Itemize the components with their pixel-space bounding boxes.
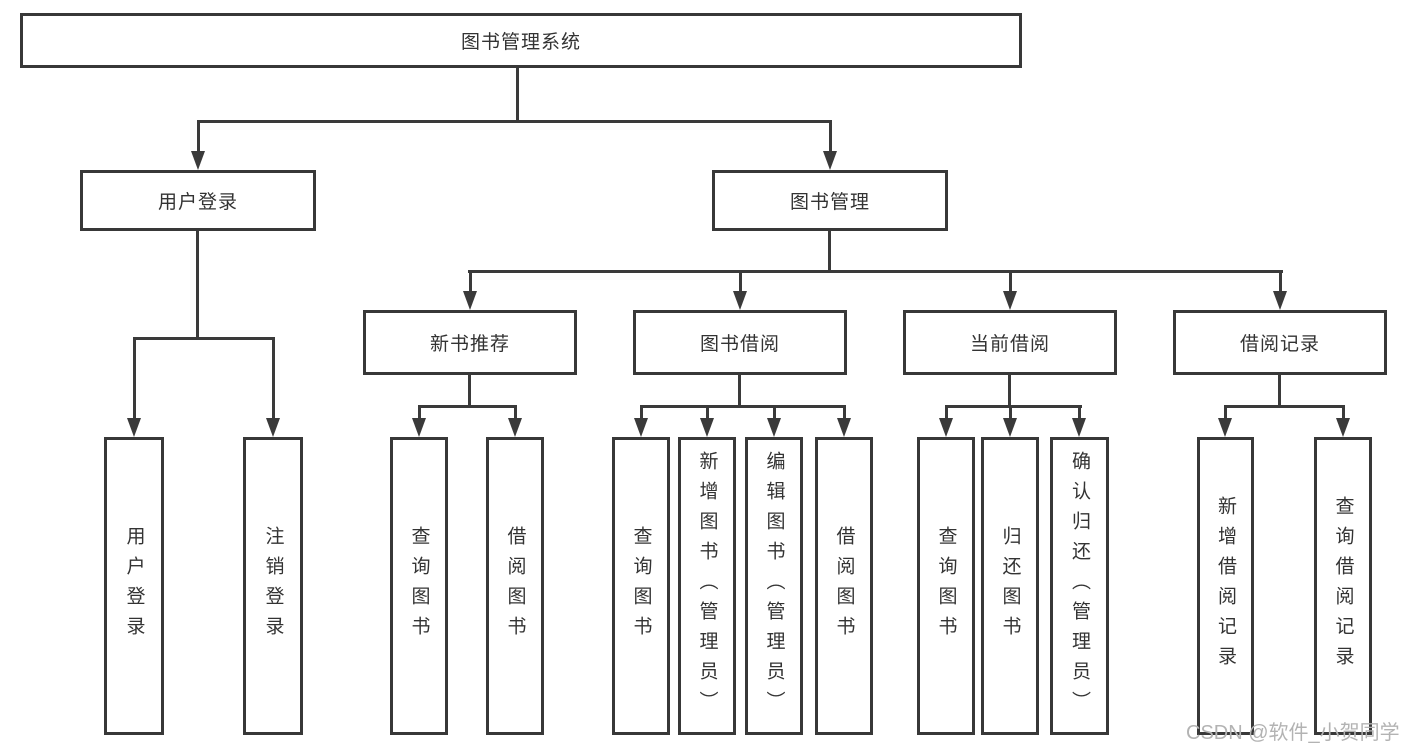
arrowhead-down-icon [767, 418, 781, 437]
connector-login-bus [133, 337, 275, 340]
connector-g2-bus [945, 405, 1082, 408]
node-book-management: 图书管理 [712, 170, 948, 231]
node-current-borrow: 当前借阅 [903, 310, 1117, 375]
arrowhead-down-icon [1072, 418, 1086, 437]
leaf-user-login: 用户登录 [104, 437, 164, 735]
connector-management-bus [468, 270, 1283, 273]
node-new-book-recommend: 新书推荐 [363, 310, 577, 375]
node-label: 新书推荐 [429, 334, 510, 355]
arrow-g2-leaf2 [1072, 405, 1086, 437]
node-borrow-records: 借阅记录 [1173, 310, 1387, 375]
node-label: 图书管理系统 [460, 32, 581, 53]
leaf-records-query-borrow-record: 查询借阅记录 [1314, 437, 1372, 735]
leaf-borrow-query-books: 查询图书 [612, 437, 670, 735]
arrowhead-down-icon [634, 418, 648, 437]
arrow-g0-leaf1 [508, 405, 522, 437]
arrow-to-leaf-user-login [127, 337, 141, 437]
arrow-to-leaf-logout [266, 337, 280, 437]
connector-root-stem [516, 68, 519, 120]
arrow-to-borrow-records [1273, 270, 1287, 310]
arrow-g1-leaf0 [634, 405, 648, 437]
arrow-g2-leaf0 [939, 405, 953, 437]
leaf-records-add-borrow-record: 新增借阅记录 [1197, 437, 1254, 735]
arrow-to-current-borrow [1003, 270, 1017, 310]
node-book-borrow: 图书借阅 [633, 310, 847, 375]
arrowhead-down-icon [1003, 291, 1017, 310]
arrowhead-down-icon [508, 418, 522, 437]
arrowhead-down-icon [1003, 418, 1017, 437]
leaf-label: 用户登录 [123, 526, 145, 646]
connector-g0-stem [468, 374, 471, 405]
node-label: 当前借阅 [969, 334, 1050, 355]
connector-g1-stem [738, 374, 741, 405]
connector-login-stem [196, 231, 199, 337]
connector-g3-stem [1278, 374, 1281, 405]
arrowhead-down-icon [412, 418, 426, 437]
csdn-watermark: CSDN @软件_小贺同学 [1186, 722, 1400, 744]
leaf-current-confirm-return-admin: 确认归还（管理员） [1050, 437, 1109, 735]
arrow-g0-leaf0 [412, 405, 426, 437]
leaf-recommend-borrow-books: 借阅图书 [486, 437, 544, 735]
leaf-current-query-books: 查询图书 [917, 437, 975, 735]
arrowhead-down-icon [939, 418, 953, 437]
arrowhead-down-icon [1336, 418, 1350, 437]
connector-g3-bus [1224, 405, 1345, 408]
arrowhead-down-icon [837, 418, 851, 437]
leaf-logout: 注销登录 [243, 437, 303, 735]
leaf-label: 借阅图书 [504, 526, 526, 646]
leaf-borrow-edit-books-admin: 编辑图书（管理员） [745, 437, 803, 735]
arrow-to-book-borrow [733, 270, 747, 310]
arrow-g3-leaf0 [1218, 405, 1232, 437]
node-label: 图书管理 [789, 192, 870, 213]
arrowhead-down-icon [823, 151, 837, 170]
arrow-to-new-book-recommend [463, 270, 477, 310]
arrowhead-down-icon [700, 418, 714, 437]
leaf-label: 注销登录 [262, 526, 284, 646]
arrowhead-down-icon [733, 291, 747, 310]
arrowhead-down-icon [191, 151, 205, 170]
leaf-label: 查询图书 [630, 526, 652, 646]
node-label: 图书借阅 [699, 334, 780, 355]
leaf-label: 查询图书 [935, 526, 957, 646]
arrowhead-down-icon [463, 291, 477, 310]
leaf-borrow-add-books-admin: 新增图书（管理员） [678, 437, 736, 735]
connector-root-bus [197, 120, 832, 123]
leaf-borrow-borrow-books: 借阅图书 [815, 437, 873, 735]
arrowhead-down-icon [127, 418, 141, 437]
arrowhead-down-icon [266, 418, 280, 437]
connector-g2-stem [1008, 374, 1011, 405]
leaf-recommend-query-books: 查询图书 [390, 437, 448, 735]
node-library-management-system: 图书管理系统 [20, 13, 1022, 68]
leaf-current-return-books: 归还图书 [981, 437, 1039, 735]
arrow-g3-leaf1 [1336, 405, 1350, 437]
leaf-label: 借阅图书 [833, 526, 855, 646]
connector-management-stem [828, 231, 831, 270]
leaf-label: 确认归还（管理员） [1069, 451, 1090, 721]
node-label: 借阅记录 [1239, 334, 1320, 355]
arrow-to-user-login [191, 120, 205, 170]
connector-g0-bus [418, 405, 517, 408]
arrowhead-down-icon [1218, 418, 1232, 437]
arrow-to-book-management [823, 120, 837, 170]
connector-g1-bus [640, 405, 846, 408]
node-user-login: 用户登录 [80, 170, 316, 231]
arrow-g1-leaf3 [837, 405, 851, 437]
arrow-g1-leaf1 [700, 405, 714, 437]
leaf-label: 编辑图书（管理员） [763, 451, 785, 721]
node-label: 用户登录 [157, 192, 238, 213]
arrowhead-down-icon [1273, 291, 1287, 310]
leaf-label: 归还图书 [999, 526, 1021, 646]
leaf-label: 查询图书 [408, 526, 430, 646]
leaf-label: 新增图书（管理员） [696, 451, 718, 721]
arrow-g2-leaf1 [1003, 405, 1017, 437]
leaf-label: 查询借阅记录 [1332, 496, 1354, 676]
arrow-g1-leaf2 [767, 405, 781, 437]
leaf-label: 新增借阅记录 [1215, 496, 1236, 676]
